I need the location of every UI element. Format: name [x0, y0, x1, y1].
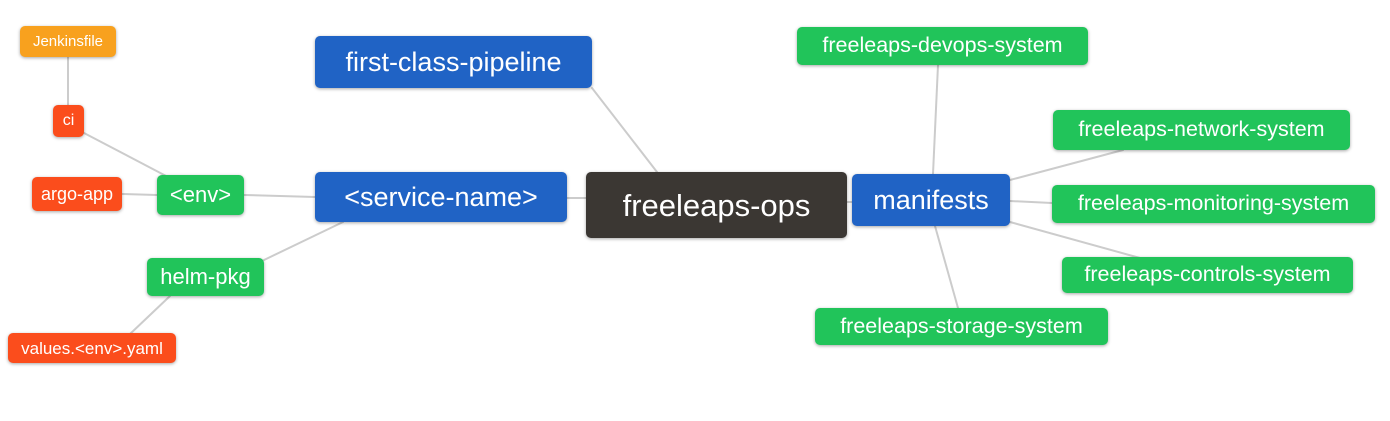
node-freeleaps-storage-system[interactable]: freeleaps-storage-system — [815, 308, 1108, 345]
node-helm-pkg[interactable]: helm-pkg — [147, 258, 264, 296]
node-freeleaps-ops[interactable]: freeleaps-ops — [586, 172, 847, 238]
node-freeleaps-network-system[interactable]: freeleaps-network-system — [1053, 110, 1350, 150]
node-argo-app[interactable]: argo-app — [32, 177, 122, 211]
node-freeleaps-monitoring-system[interactable]: freeleaps-monitoring-system — [1052, 185, 1375, 223]
node-first-class-pipeline[interactable]: first-class-pipeline — [315, 36, 592, 88]
edge-ci-to-env — [83, 132, 169, 178]
edge-manifests-to-freeleaps-controls-system — [1009, 221, 1141, 259]
node-service-name[interactable]: <service-name> — [315, 172, 567, 222]
node-freeleaps-controls-system[interactable]: freeleaps-controls-system — [1062, 257, 1353, 293]
edge-argo-app-to-env — [121, 193, 158, 196]
node-jenkinsfile[interactable]: Jenkinsfile — [20, 26, 116, 57]
node-values-env-yaml[interactable]: values.<env>.yaml — [8, 333, 176, 363]
edge-manifests-to-freeleaps-devops-system — [932, 64, 939, 175]
edge-manifests-to-freeleaps-storage-system — [934, 225, 959, 309]
node-env[interactable]: <env> — [157, 175, 244, 215]
node-freeleaps-devops-system[interactable]: freeleaps-devops-system — [797, 27, 1088, 65]
edge-env-to-service-name — [243, 194, 316, 198]
edge-manifests-to-freeleaps-monitoring-system — [1009, 200, 1053, 204]
edge-values-env-yaml-to-helm-pkg — [129, 295, 171, 335]
node-ci[interactable]: ci — [53, 105, 84, 137]
edge-manifests-to-freeleaps-network-system — [1009, 149, 1124, 181]
node-manifests[interactable]: manifests — [852, 174, 1010, 226]
edge-first-class-pipeline-to-freeleaps-ops — [591, 87, 658, 173]
edge-helm-pkg-to-service-name — [263, 221, 344, 261]
